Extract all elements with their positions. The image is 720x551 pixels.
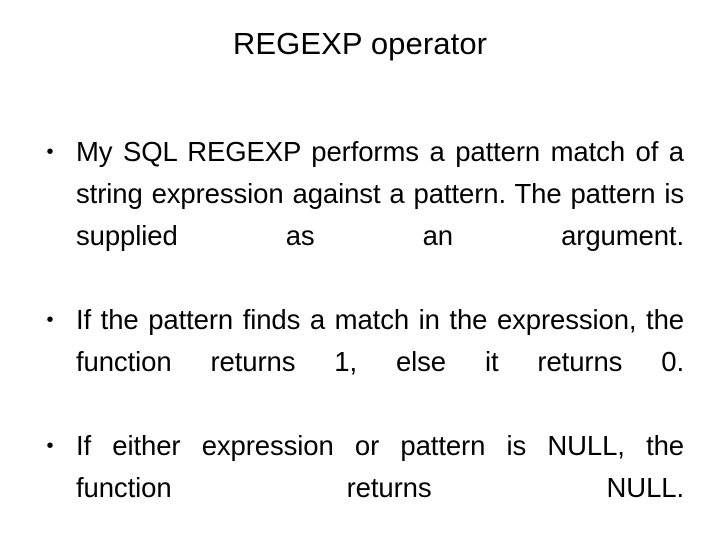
list-item-text: If either expression or pattern is NULL,… — [76, 430, 684, 503]
slide-body: • My SQL REGEXP performs a pattern match… — [36, 131, 685, 551]
bullet-dot-icon: • — [46, 141, 54, 163]
list-item: • If the pattern finds a match in the ex… — [36, 299, 685, 425]
bullet-dot-icon: • — [46, 435, 54, 457]
list-item: • If either expression or pattern is NUL… — [36, 425, 685, 551]
bullet-dot-icon: • — [46, 309, 54, 331]
page-title: REGEXP operator — [232, 26, 488, 61]
list-item: • My SQL REGEXP performs a pattern match… — [36, 131, 685, 299]
list-item-text: If the pattern finds a match in the expr… — [76, 304, 684, 377]
bullet-list: • My SQL REGEXP performs a pattern match… — [36, 131, 685, 551]
list-item-text: My SQL REGEXP performs a pattern match o… — [76, 136, 684, 251]
